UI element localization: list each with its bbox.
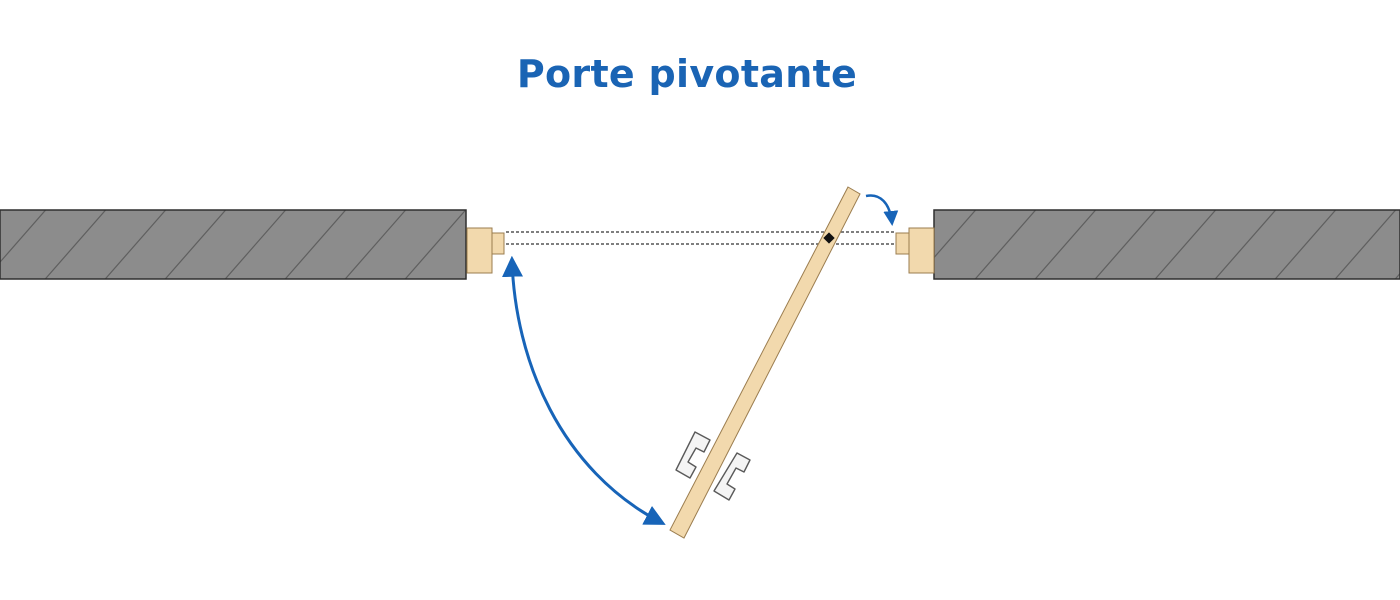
pivot-rotation-arrow-icon [865, 194, 899, 226]
left-wall [0, 209, 467, 280]
left-door-frame [466, 227, 505, 274]
swing-arrow-icon [502, 255, 666, 525]
left-wall-hatching [0, 210, 466, 279]
pivot-point-icon [823, 232, 835, 244]
diagram-title: Porte pivotante [516, 52, 858, 96]
right-wall-hatching [934, 210, 1400, 279]
door-handle-icon [675, 431, 751, 501]
door-leaf [669, 186, 861, 539]
right-wall [933, 209, 1400, 280]
right-door-frame [895, 227, 935, 274]
